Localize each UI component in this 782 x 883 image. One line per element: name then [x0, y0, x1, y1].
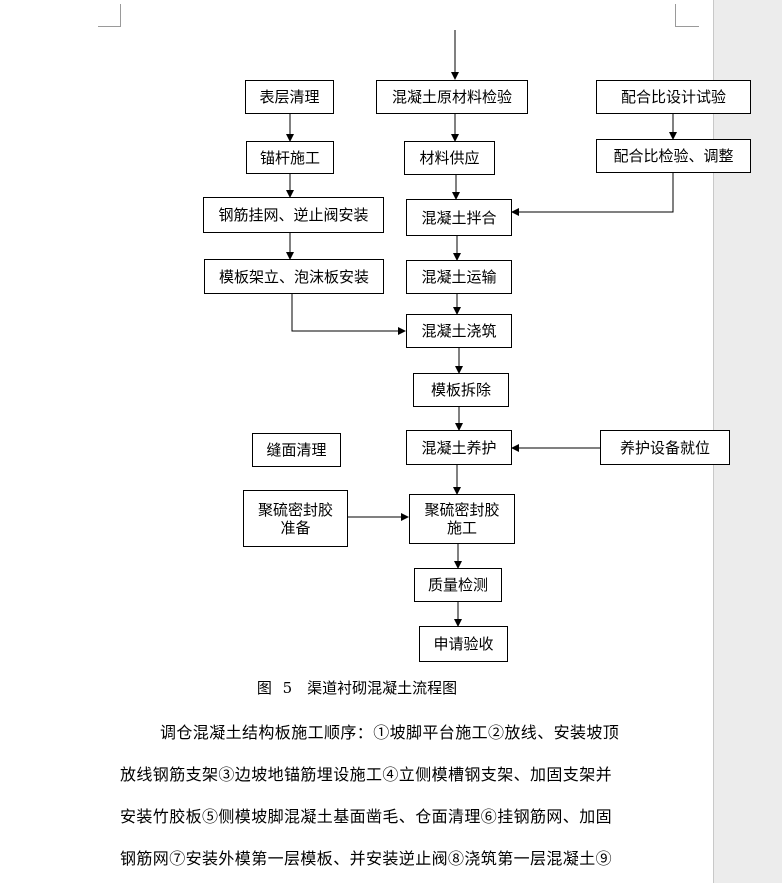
box-label: 混凝土运输 — [421, 268, 497, 286]
paragraph-line: 安装竹胶板⑤侧模坡脚混凝土基面凿毛、仓面清理⑥挂钢筋网、加固 — [120, 807, 613, 826]
arrow-formwork-to-pouring — [291, 294, 406, 335]
box-material-supply: 材料供应 — [404, 141, 495, 175]
box-concrete-curing: 混凝土养护 — [406, 430, 512, 465]
figure-caption: 图 5 渠道衬砌混凝土流程图 — [256, 679, 458, 697]
box-label: 申请验收 — [433, 635, 494, 653]
box-label: 聚硫密封胶 施工 — [424, 501, 500, 537]
box-label: 锚杆施工 — [259, 148, 320, 167]
paragraph-line: 放线钢筋支架③边坡地锚筋埋设施工④立侧模槽钢支架、加固支架并 — [120, 765, 613, 784]
box-anchor-construction: 锚杆施工 — [246, 141, 334, 174]
box-formwork-removal: 模板拆除 — [413, 373, 509, 407]
box-concrete-transport: 混凝土运输 — [406, 260, 512, 294]
box-label: 缝面清理 — [266, 441, 327, 459]
box-label: 钢筋挂网、逆止阀安装 — [218, 206, 369, 224]
box-label: 混凝土原材料检验 — [391, 88, 512, 106]
paragraph-line: 钢筋网⑦安装外模第一层模板、并安装逆止阀⑧浇筑第一层混凝土⑨ — [120, 849, 613, 868]
box-label: 模板架立、泡沫板安装 — [218, 267, 369, 286]
box-mix-design-test: 配合比设计试验 — [596, 80, 751, 114]
crop-mark-right-vertical — [675, 4, 676, 26]
crop-mark-left-vertical — [120, 4, 121, 26]
box-label: 配合比检验、调整 — [613, 147, 734, 165]
arrow-check-to-mixing — [511, 173, 674, 216]
box-label: 质量检测 — [427, 576, 488, 594]
crop-mark-left-horizontal — [98, 26, 121, 27]
document-page — [0, 0, 714, 883]
box-label: 配合比设计试验 — [620, 88, 726, 106]
box-raw-material-inspection: 混凝土原材料检验 — [376, 80, 528, 114]
paragraph-line: 调仓混凝土结构板施工顺序：①坡脚平台施工②放线、安装坡顶 — [160, 723, 620, 742]
flowchart-connectors — [286, 30, 677, 627]
box-label: 养护设备就位 — [619, 438, 710, 457]
box-label: 模板拆除 — [430, 381, 491, 399]
box-quality-inspection: 质量检测 — [414, 568, 502, 602]
box-joint-cleaning: 缝面清理 — [252, 433, 341, 467]
box-surface-cleaning: 表层清理 — [245, 80, 334, 114]
box-curing-equipment: 养护设备就位 — [600, 430, 730, 465]
box-label: 混凝土拌合 — [421, 208, 497, 227]
box-formwork-foam: 模板架立、泡沫板安装 — [204, 259, 384, 294]
box-label: 混凝土浇筑 — [421, 322, 497, 340]
box-sealant-construction: 聚硫密封胶 施工 — [409, 494, 515, 544]
box-label: 混凝土养护 — [421, 438, 497, 457]
box-concrete-pouring: 混凝土浇筑 — [406, 314, 512, 348]
box-label: 聚硫密封胶 准备 — [257, 500, 333, 537]
box-mix-check-adjust: 配合比检验、调整 — [596, 139, 751, 173]
box-sealant-preparation: 聚硫密封胶 准备 — [243, 490, 348, 547]
box-rebar-mesh-valve: 钢筋挂网、逆止阀安装 — [203, 197, 384, 233]
crop-mark-right-horizontal — [675, 26, 699, 27]
box-label: 表层清理 — [259, 88, 320, 106]
box-acceptance-application: 申请验收 — [419, 626, 508, 662]
box-label: 材料供应 — [419, 149, 480, 167]
box-concrete-mixing: 混凝土拌合 — [406, 199, 512, 236]
